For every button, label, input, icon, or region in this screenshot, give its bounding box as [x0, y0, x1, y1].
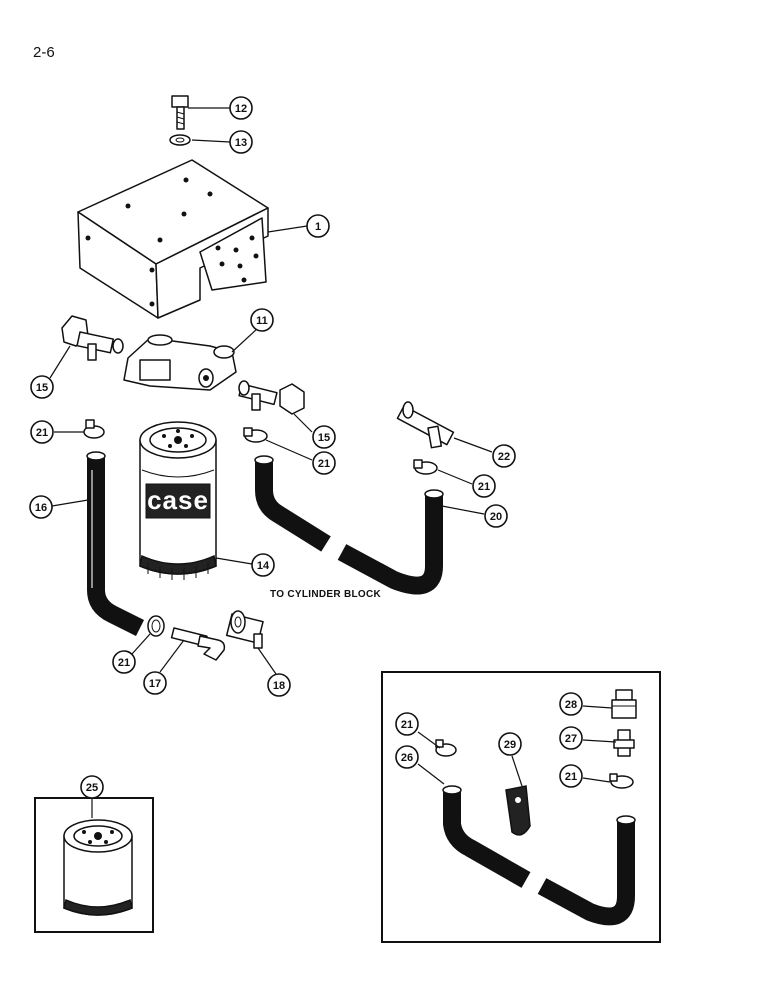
- shutoff-valve-15-right: [238, 380, 305, 415]
- callout-26: 26: [395, 745, 419, 769]
- bolt-12: [171, 95, 189, 130]
- mounting-bracket-1: [77, 159, 269, 319]
- leader-21-d: [131, 633, 151, 655]
- page-number: 2-6: [33, 44, 55, 61]
- hose-clamp-21-f: [609, 773, 634, 789]
- svg-text:22: 22: [498, 451, 510, 463]
- callout-17: 17: [143, 671, 167, 695]
- hose-clamp-21-e: [435, 739, 457, 757]
- callout-21-e: 21: [395, 712, 419, 736]
- leader-22: [453, 437, 493, 453]
- leader-15-right: [293, 413, 313, 433]
- svg-text:15: 15: [36, 382, 48, 394]
- svg-text:21: 21: [36, 427, 48, 439]
- leader-13: [191, 139, 231, 143]
- leader-29: [511, 755, 523, 787]
- callout-21-c: 21: [472, 474, 496, 498]
- leader-20: [441, 505, 485, 515]
- fuel-filter-14: [139, 421, 217, 580]
- svg-text:21: 21: [478, 481, 490, 493]
- callout-1: 1: [306, 214, 330, 238]
- inset-box-hose-kit: [381, 671, 661, 943]
- svg-text:21: 21: [318, 458, 330, 470]
- hose-26-upper: [442, 785, 531, 888]
- callout-28: 28: [559, 692, 583, 716]
- svg-text:14: 14: [257, 560, 270, 572]
- callout-21-d: 21: [112, 650, 136, 674]
- callout-13: 13: [229, 130, 253, 154]
- callout-14: 14: [251, 553, 275, 577]
- hose-20-upper: [254, 455, 331, 552]
- callout-27: 27: [559, 726, 583, 750]
- callout-25: 25: [80, 775, 104, 799]
- svg-text:26: 26: [401, 752, 413, 764]
- svg-text:20: 20: [490, 511, 502, 523]
- leader-21-f: [582, 777, 611, 783]
- svg-text:28: 28: [565, 699, 577, 711]
- svg-text:27: 27: [565, 733, 577, 745]
- elbow-fitting-17: [170, 627, 226, 661]
- to-cylinder-block-note: TO CYLINDER BLOCK: [270, 589, 382, 600]
- callout-15-left: 15: [30, 375, 54, 399]
- hose-26-lower: [537, 815, 636, 926]
- leader-14: [215, 557, 253, 565]
- callout-22: 22: [492, 444, 516, 468]
- svg-text:1: 1: [315, 221, 321, 233]
- svg-text:21: 21: [565, 771, 577, 783]
- svg-text:18: 18: [273, 680, 285, 692]
- leader-21-c: [437, 469, 473, 485]
- hose-clip-29: [505, 785, 531, 836]
- washer-13: [169, 134, 191, 146]
- callout-21-f: 21: [559, 764, 583, 788]
- shutoff-valve-15-left: [61, 315, 124, 361]
- svg-text:13: 13: [235, 137, 247, 149]
- callout-12: 12: [229, 96, 253, 120]
- svg-text:21: 21: [118, 657, 130, 669]
- svg-text:29: 29: [504, 739, 516, 751]
- callout-16: 16: [29, 495, 53, 519]
- filter-brand-logo: case: [147, 485, 209, 515]
- tee-fitting-22: [396, 401, 455, 449]
- leader-15-left: [49, 345, 71, 379]
- connector-18: [225, 610, 264, 649]
- callout-15-right: 15: [312, 425, 336, 449]
- leader-21-e: [417, 731, 441, 749]
- leader-16: [51, 499, 89, 507]
- hose-clamp-21-d: [147, 615, 165, 637]
- hose-16: [86, 451, 145, 637]
- svg-text:11: 11: [256, 315, 268, 327]
- filter-element-25: [63, 819, 133, 916]
- svg-text:15: 15: [318, 432, 330, 444]
- callout-11: 11: [250, 308, 274, 332]
- leader-21-b: [265, 439, 313, 461]
- leader-11: [231, 327, 259, 353]
- callout-21-b: 21: [312, 451, 336, 475]
- callout-29: 29: [498, 732, 522, 756]
- leader-18: [257, 647, 277, 675]
- callout-18: 18: [267, 673, 291, 697]
- svg-text:25: 25: [86, 782, 98, 794]
- leader-26: [417, 763, 445, 785]
- svg-text:12: 12: [235, 103, 247, 115]
- fitting-27: [613, 729, 635, 757]
- hose-clamp-21-a: [83, 419, 105, 439]
- leader-17: [159, 639, 185, 673]
- leader-28: [582, 705, 613, 709]
- svg-text:16: 16: [35, 502, 47, 514]
- filter-head-11: [123, 334, 237, 391]
- hose-clamp-21-c: [413, 459, 438, 475]
- leader-27: [582, 739, 617, 743]
- callout-20: 20: [484, 504, 508, 528]
- svg-text:21: 21: [401, 719, 413, 731]
- callout-21-a: 21: [30, 420, 54, 444]
- leader-1: [267, 225, 308, 233]
- hose-20-lower: [337, 489, 444, 595]
- hose-clamp-21-b: [243, 427, 268, 443]
- svg-text:17: 17: [149, 678, 161, 690]
- fitting-28: [611, 689, 637, 719]
